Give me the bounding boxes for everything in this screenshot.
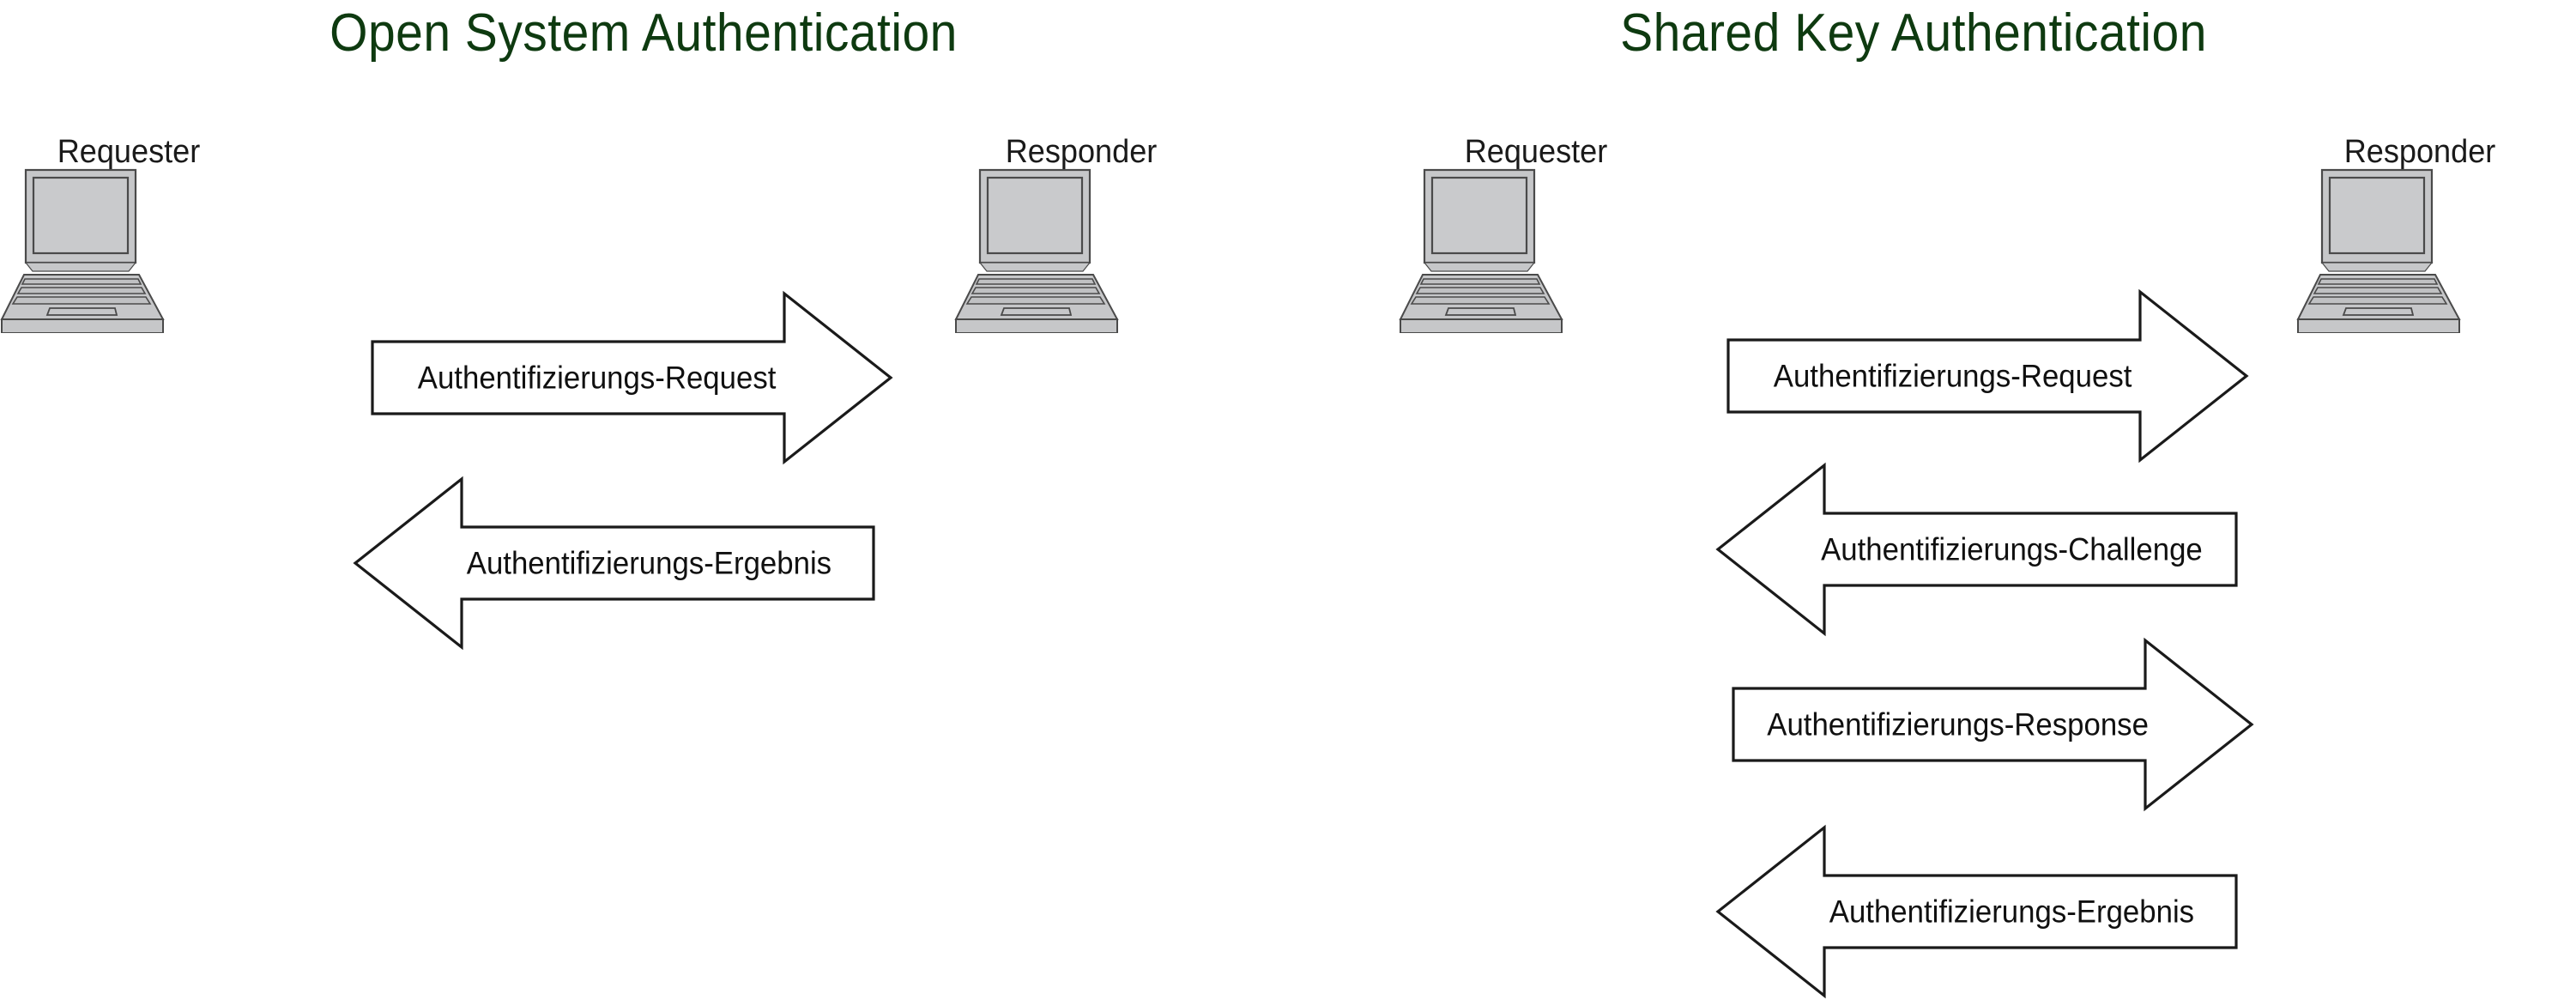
- panel-title-open-system: Open System Authentication: [330, 3, 958, 63]
- laptop-icon-responder-open: [954, 168, 1119, 333]
- arrow-left-icon: [353, 476, 875, 651]
- message-arrow-shared-3: Authentifizierungs-Response: [1732, 637, 2254, 812]
- arrow-right-icon: [1732, 637, 2254, 812]
- message-arrow-shared-4: Authentifizierungs-Ergebnis: [1715, 824, 2238, 999]
- arrow-left-icon: [1715, 462, 2238, 637]
- laptop-icon: [1399, 168, 1563, 333]
- node-label-responder-shared: Responder: [2343, 134, 2496, 170]
- panel-title-shared-key: Shared Key Authentication: [1620, 3, 2207, 63]
- node-label-responder-open: Responder: [1005, 134, 1158, 170]
- message-arrow-open-1: Authentifizierungs-Request: [371, 290, 893, 465]
- laptop-icon-requester-open: [0, 168, 165, 333]
- laptop-icon-requester-shared: [1399, 168, 1563, 333]
- laptop-icon-responder-shared: [2296, 168, 2461, 333]
- message-arrow-shared-2: Authentifizierungs-Challenge: [1715, 462, 2238, 637]
- arrow-right-icon: [371, 290, 893, 465]
- node-label-requester-shared: Requester: [1464, 134, 1608, 170]
- node-label-requester-open: Requester: [57, 134, 201, 170]
- message-arrow-open-2: Authentifizierungs-Ergebnis: [353, 476, 875, 651]
- laptop-icon: [954, 168, 1119, 333]
- laptop-icon: [2296, 168, 2461, 333]
- message-arrow-shared-1: Authentifizierungs-Request: [1726, 288, 2249, 464]
- arrow-right-icon: [1726, 288, 2249, 464]
- arrow-left-icon: [1715, 824, 2238, 999]
- laptop-icon: [0, 168, 165, 333]
